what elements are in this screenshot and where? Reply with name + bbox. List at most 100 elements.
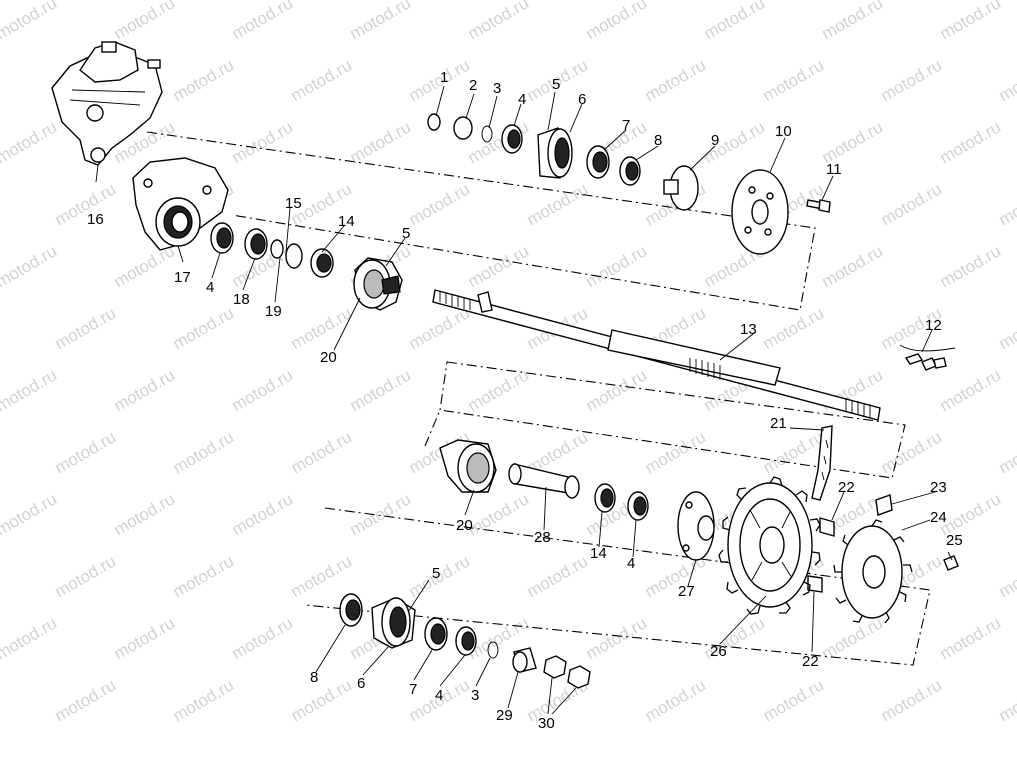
chain-parts — [811, 344, 959, 571]
watermark-text: motod.ru — [465, 241, 533, 291]
callout-22-lower: 22 — [802, 653, 819, 670]
guide-lines — [146, 131, 931, 666]
watermark-text: motod.ru — [819, 0, 887, 43]
watermark-text: motod.ru — [52, 179, 120, 229]
callout-2: 2 — [469, 77, 477, 94]
watermark-text: motod.ru — [229, 0, 297, 43]
watermark-text: motod.ru — [878, 427, 946, 477]
carrier-housing-upper — [353, 257, 403, 311]
watermark-text: motod.ru — [996, 303, 1017, 353]
callout-17: 17 — [174, 269, 191, 286]
callout-9: 9 — [711, 132, 719, 149]
watermark-text: motod.ru — [170, 303, 238, 353]
watermark-text: motod.ru — [229, 117, 297, 167]
callout-7-lower: 7 — [409, 681, 417, 698]
watermark-text: motod.ru — [111, 489, 179, 539]
callout-15: 15 — [285, 195, 302, 212]
watermark-text: motod.ru — [406, 179, 474, 229]
watermark-text: motod.ru — [347, 117, 415, 167]
callout-8-lower: 8 — [310, 669, 318, 686]
watermark-text: motod.ru — [0, 551, 1, 601]
watermark-text: motod.ru — [0, 179, 1, 229]
watermark-text: motod.ru — [52, 675, 120, 725]
axle-shaft — [432, 289, 881, 421]
callout-13: 13 — [740, 321, 757, 338]
watermark-text: motod.ru — [819, 241, 887, 291]
callout-14: 14 — [338, 213, 355, 230]
callout-20: 20 — [320, 349, 337, 366]
callout-12: 12 — [925, 317, 942, 334]
watermark-text: motod.ru — [170, 551, 238, 601]
middle-parts-row — [439, 439, 835, 593]
watermark-text: motod.ru — [996, 179, 1017, 229]
callout-26: 26 — [710, 643, 727, 660]
watermark-text: motod.ru — [52, 427, 120, 477]
watermark-text: motod.ru — [170, 55, 238, 105]
callout-3: 3 — [493, 80, 501, 97]
watermark-text: motod.ru — [937, 241, 1005, 291]
callout-14-middle: 14 — [590, 545, 607, 562]
watermark-text: motod.ru — [111, 365, 179, 415]
watermark-text: motod.ru — [465, 0, 533, 43]
watermark-text: motod.ru — [170, 427, 238, 477]
watermark-text: motod.ru — [229, 365, 297, 415]
callout-4-middle: 4 — [627, 555, 635, 572]
watermark-text: motod.ru — [288, 427, 356, 477]
callout-7: 7 — [622, 117, 630, 134]
callout-21: 21 — [770, 415, 787, 432]
watermark-text: motod.ru — [347, 0, 415, 43]
watermark-text: motod.ru — [347, 365, 415, 415]
watermark-text: motod.ru — [819, 613, 887, 663]
watermark-text: motod.ru — [583, 0, 651, 43]
watermark-text: motod.ru — [170, 675, 238, 725]
upper-parts-row — [427, 113, 831, 255]
callout-6: 6 — [578, 91, 586, 108]
watermark-text: motod.ru — [0, 675, 1, 725]
watermark-text: motod.ru — [0, 303, 1, 353]
watermark-text: motod.ru — [701, 0, 769, 43]
drive-sprocket — [833, 519, 913, 624]
watermark-text: motod.ru — [642, 675, 710, 725]
watermark-text: motod.ru — [288, 551, 356, 601]
callout-1: 1 — [440, 69, 448, 86]
leader-lines — [95, 85, 953, 715]
watermark-text: motod.ru — [583, 365, 651, 415]
watermark-text: motod.ru — [878, 179, 946, 229]
watermark-text: motod.ru — [347, 489, 415, 539]
callout-5: 5 — [552, 76, 560, 93]
callout-28: 28 — [534, 529, 551, 546]
watermark-text: motod.ru — [760, 303, 828, 353]
watermark-text: motod.ru — [760, 55, 828, 105]
watermark-text: motod.ru — [524, 551, 592, 601]
brake-caliper — [51, 41, 163, 166]
callout-18: 18 — [233, 291, 250, 308]
watermark-text: motod.ru — [937, 613, 1005, 663]
lower-parts-row — [339, 593, 591, 689]
bearing-carrier — [132, 157, 229, 251]
watermark-text: motod.ru — [878, 55, 946, 105]
callout-4-lower: 4 — [435, 687, 443, 704]
watermark-text: motod.ru — [996, 675, 1017, 725]
watermark-text: motod.ru — [996, 427, 1017, 477]
watermark-text: motod.ru — [406, 303, 474, 353]
callout-8: 8 — [654, 132, 662, 149]
watermark-text: motod.ru — [0, 55, 1, 105]
callout-5-lower: 5 — [432, 565, 440, 582]
watermark-text: motod.ru — [0, 365, 60, 415]
watermark-text: motod.ru — [111, 0, 179, 43]
watermark-text: motod.ru — [0, 241, 60, 291]
watermark-text: motod.ru — [52, 303, 120, 353]
watermark-text: motod.ru — [642, 427, 710, 477]
watermark-text: motod.ru — [288, 675, 356, 725]
watermark-text: motod.ru — [996, 55, 1017, 105]
callout-22: 22 — [838, 479, 855, 496]
callout-11: 11 — [826, 161, 842, 178]
callout-20-middle: 20 — [456, 517, 473, 534]
rear-sprocket — [718, 476, 821, 615]
watermark-text: motod.ru — [996, 551, 1017, 601]
watermark-text: motod.ru — [111, 613, 179, 663]
callout-25: 25 — [946, 532, 963, 549]
callout-4: 4 — [518, 91, 526, 108]
watermark-text: motod.ru — [0, 489, 60, 539]
